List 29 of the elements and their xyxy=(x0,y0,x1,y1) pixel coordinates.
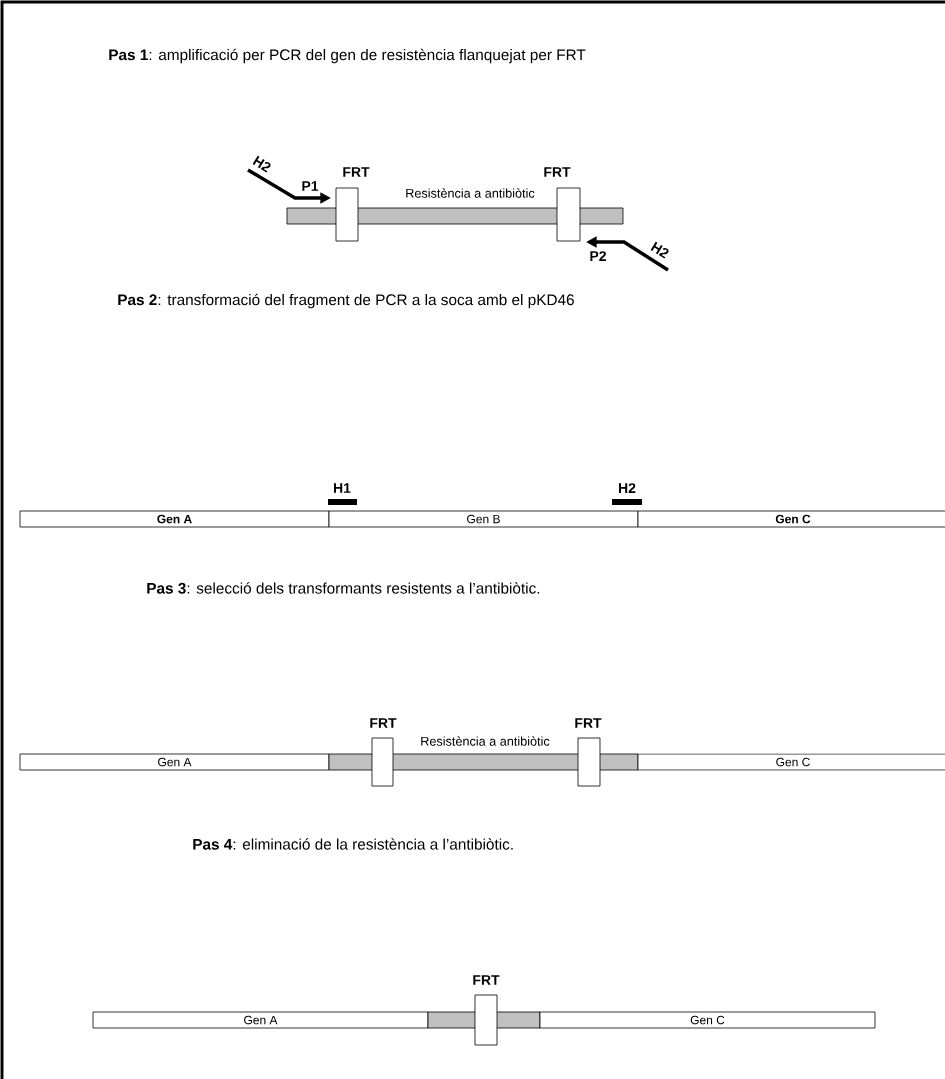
step-heading: Pas 1: amplificació per PCR del gen de resistència flanquejat per FRT xyxy=(109,48,586,64)
gene-box: Gen B xyxy=(328,510,639,528)
step-heading: Pas 3: selecció dels transformants resistents a l’antibiòtic. xyxy=(147,582,540,594)
gene-box: Gen C xyxy=(637,510,945,528)
node-label: H2 xyxy=(618,483,636,493)
gene-box: Gen A xyxy=(92,1011,429,1029)
node-label: Resistència a antibiòtic xyxy=(421,736,550,746)
frt-box: FRT xyxy=(544,167,581,242)
node-label: FRT xyxy=(473,975,500,985)
homology-bar: H2 xyxy=(612,483,642,505)
node-label: H1 xyxy=(333,483,351,493)
gene-box: Gen C xyxy=(539,1011,876,1029)
node-label: Resistència a antibiòtic xyxy=(406,188,535,198)
node-label: FRT xyxy=(544,167,571,177)
step-heading: Pas 2: transformació del fragment de PCR a la soca amb el pKD46 xyxy=(118,293,574,309)
node-label: FRT xyxy=(370,718,397,728)
gene-box: Gen A xyxy=(19,510,330,528)
gene-box: Gen A xyxy=(19,753,330,771)
node-label: FRT xyxy=(343,167,370,177)
frt-box: FRT xyxy=(335,167,370,242)
primer-label: P1 xyxy=(302,181,319,191)
frt-box: FRT xyxy=(473,975,500,1046)
primer-label: H2 xyxy=(252,155,271,173)
step-heading: Pas 4: eliminació de la resistència a l’antibiòtic. xyxy=(193,838,513,850)
primer-label: P2 xyxy=(590,251,606,261)
node-label: FRT xyxy=(575,718,602,728)
primer-label: H2 xyxy=(650,241,669,259)
gene-box: Gen C xyxy=(637,753,945,771)
homology-bar: H1 xyxy=(328,483,357,505)
